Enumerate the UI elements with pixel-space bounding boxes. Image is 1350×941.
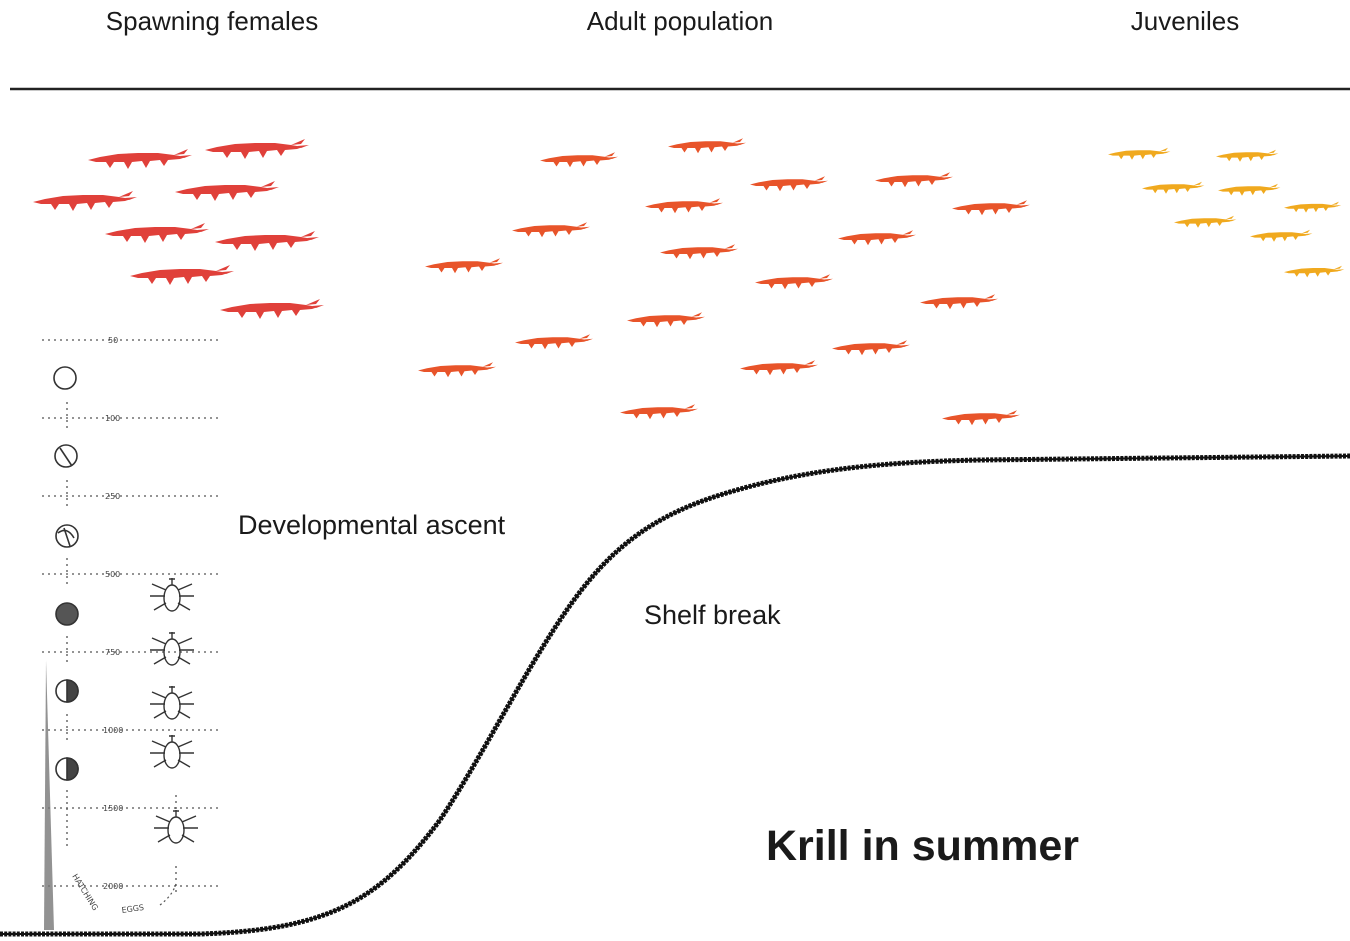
krill-icon: [1250, 230, 1312, 242]
depth-tick-label: 250: [105, 492, 120, 501]
krill-icon: [175, 181, 279, 201]
larva-icon: [150, 686, 194, 719]
krill-icon: [1142, 182, 1204, 194]
krill-icon: [832, 340, 910, 355]
larval-stages: [150, 578, 198, 843]
eggs-label: EGGS: [121, 903, 145, 915]
krill-icon: [952, 200, 1030, 215]
juveniles-group: [1108, 148, 1344, 278]
krill-icon: [220, 299, 324, 319]
hatching-eggs-caption: HATCHING EGGS: [70, 872, 176, 915]
diagram-title: Krill in summer: [766, 822, 1079, 871]
krill-icon: [920, 294, 998, 309]
depth-tick-label: 100: [105, 414, 120, 423]
depth-tick-label: 1500: [103, 804, 123, 813]
developmental-ascent-label: Developmental ascent: [238, 510, 505, 541]
krill-icon: [512, 222, 590, 237]
egg-stage-icon: [55, 445, 77, 467]
spawning-females-group: [33, 139, 324, 319]
egg-stage-icon: [56, 525, 78, 547]
krill-icon: [660, 244, 738, 259]
krill-icon: [418, 362, 496, 377]
depth-tick-label: 2000: [103, 882, 123, 891]
krill-icon: [755, 274, 833, 289]
egg-stage-icon: [54, 367, 76, 389]
krill-icon: [515, 334, 593, 349]
depth-tick-label: 750: [105, 648, 120, 657]
larva-icon: [154, 810, 198, 843]
depth-tick-label: 500: [105, 570, 120, 579]
depth-tick-labels: 50 100 250 500 750 1000 1500 2000: [103, 336, 123, 891]
krill-icon: [627, 312, 705, 327]
krill-icon: [1284, 202, 1341, 213]
krill-icon: [838, 230, 916, 245]
krill-icon: [875, 172, 953, 187]
krill-icon: [1174, 216, 1236, 228]
depth-tick-label: 1000: [103, 726, 123, 735]
krill-icon: [33, 191, 137, 211]
krill-icon: [1284, 266, 1344, 278]
egg-stage-icon: [56, 680, 78, 702]
hatching-label: HATCHING: [70, 872, 100, 912]
krill-icon: [645, 198, 723, 213]
krill-icon: [1218, 184, 1280, 196]
shelf-break-label: Shelf break: [644, 600, 781, 631]
krill-icon: [88, 149, 192, 169]
egg-stage-icon: [56, 603, 78, 625]
krill-icon: [215, 231, 319, 251]
krill-icon: [1216, 150, 1278, 162]
larva-icon: [150, 578, 194, 611]
sinking-eggs-trail: [44, 660, 54, 930]
adult-population-group: [418, 138, 1030, 425]
krill-icon: [540, 152, 618, 167]
krill-icon: [668, 138, 746, 153]
krill-icon: [130, 265, 234, 285]
larva-icon: [150, 735, 194, 768]
krill-icon: [1108, 148, 1170, 160]
krill-icon: [425, 258, 503, 273]
seafloor-line: [0, 456, 1350, 934]
egg-stage-icon: [56, 758, 78, 780]
krill-icon: [942, 410, 1020, 425]
krill-icon: [620, 404, 698, 419]
krill-icon: [750, 176, 828, 191]
depth-tick-label: 50: [108, 336, 118, 345]
krill-icon: [105, 223, 209, 243]
krill-icon: [205, 139, 309, 159]
larva-icon: [150, 632, 194, 665]
krill-icon: [740, 360, 818, 375]
seafloor-shelf-profile: [0, 456, 1350, 934]
